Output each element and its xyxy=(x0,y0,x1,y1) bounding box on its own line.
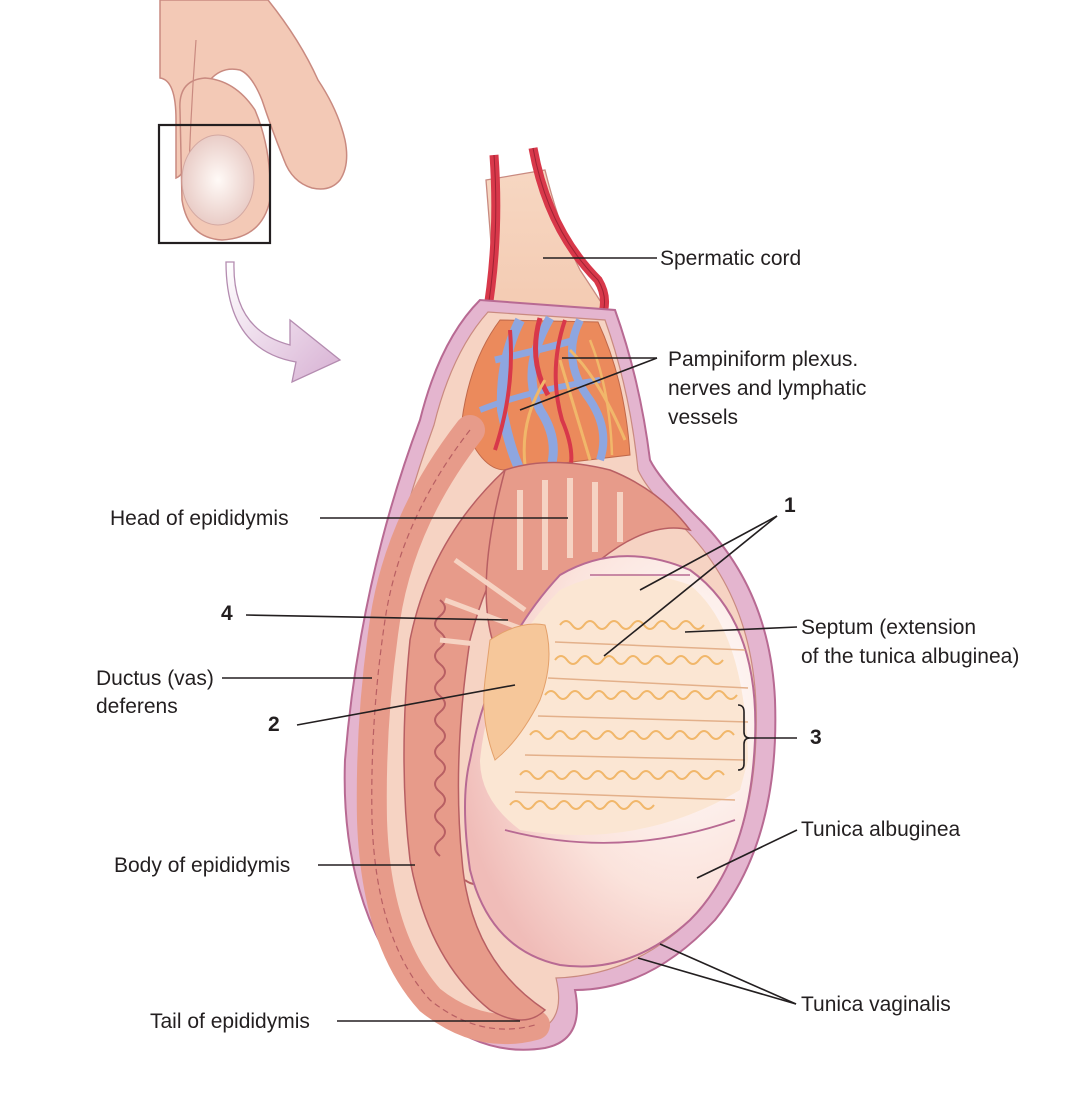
label-tunica-vaginalis: Tunica vaginalis xyxy=(801,993,951,1016)
callout-number-2: 2 xyxy=(268,713,280,736)
label-septum-line2: of the tunica albuginea) xyxy=(801,645,1020,668)
label-septum-line1: Septum (extension xyxy=(801,616,977,639)
label-ductus-line1: Ductus (vas) xyxy=(96,667,214,690)
inset-testis xyxy=(181,134,255,226)
epididymis-body xyxy=(403,468,547,1021)
label-pampiniform-line1: Pampiniform plexus. xyxy=(668,348,859,371)
leader-pampiniform-2 xyxy=(519,357,658,411)
label-pampiniform-line2: nerves and lymphatic xyxy=(668,377,867,400)
callout-number-1: 1 xyxy=(784,494,796,517)
label-body-epididymis: Body of epididymis xyxy=(114,854,291,877)
leader-num4 xyxy=(245,614,509,621)
leader-num1-a xyxy=(639,515,778,591)
callout-number-4: 4 xyxy=(221,602,233,625)
inset-anatomy xyxy=(157,0,348,245)
inset-focus-box xyxy=(157,123,272,245)
label-spermatic-cord: Spermatic cord xyxy=(660,247,802,270)
label-head-epididymis: Head of epididymis xyxy=(110,507,289,530)
leader-tunica-albuginea xyxy=(696,829,798,879)
ductus-deferens xyxy=(356,415,550,1045)
callout-number-3: 3 xyxy=(810,726,822,749)
testis xyxy=(464,555,757,968)
leader-lines xyxy=(222,257,798,1022)
zoom-arrow xyxy=(225,261,342,384)
leader-septum xyxy=(684,626,798,633)
leader-tunica-vaginalis-1 xyxy=(637,957,797,1005)
label-tail-epididymis: Tail of epididymis xyxy=(150,1010,310,1033)
leader-tunica-vaginalis-2 xyxy=(659,943,797,1005)
label-ductus-line2: deferens xyxy=(96,695,178,718)
leader-num2 xyxy=(296,684,516,726)
label-pampiniform-line3: vessels xyxy=(668,406,739,429)
label-tunica-albuginea: Tunica albuginea xyxy=(801,818,961,841)
leader-num1-b xyxy=(603,515,778,657)
rete-testis xyxy=(483,623,550,761)
pampiniform-plexus xyxy=(461,315,631,473)
